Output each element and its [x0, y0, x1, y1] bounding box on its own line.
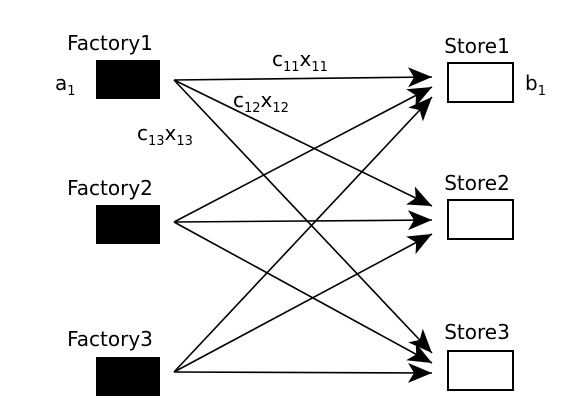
store-3: Store3: [444, 320, 514, 391]
factory-2-label: Factory2: [67, 176, 153, 200]
factory-1: Factory1 a1: [55, 31, 160, 99]
edge-f2-s3: [173, 221, 433, 364]
factory-1-supply: a1: [55, 71, 76, 99]
store-3-box: [447, 350, 514, 391]
edge-f3-s2: [173, 233, 433, 373]
edge-f1-s3: [173, 79, 433, 354]
edge-label-c12x12: c12x12: [233, 88, 289, 116]
edge-f3-s1: [173, 96, 433, 373]
edge-f1-s2: [173, 79, 433, 207]
edge-f3-s3: [173, 362, 433, 383]
store-2: Store2: [444, 171, 514, 240]
edge-f2-s2: [173, 210, 433, 231]
store-1: Store1 b1: [444, 34, 546, 103]
edges: [173, 67, 433, 383]
store-1-box: [447, 62, 514, 103]
store-1-demand: b1: [525, 71, 546, 99]
factory-3-label: Factory3: [67, 327, 153, 351]
factory-2: Factory2: [67, 176, 160, 244]
edge-f2-s1: [173, 86, 433, 223]
factory-2-box: [96, 205, 160, 244]
factory-3: Factory3: [67, 327, 160, 396]
store-1-label: Store1: [444, 34, 510, 58]
edge-f1-s1: [173, 67, 433, 88]
store-2-label: Store2: [444, 171, 510, 195]
store-3-label: Store3: [444, 320, 510, 344]
factory-3-box: [96, 357, 160, 396]
edge-label-c13x13: c13x13: [137, 121, 193, 149]
edge-label-c11x11: c11x11: [272, 47, 328, 75]
store-2-box: [447, 199, 514, 240]
factory-1-label: Factory1: [67, 31, 153, 55]
factory-1-box: [96, 60, 160, 99]
